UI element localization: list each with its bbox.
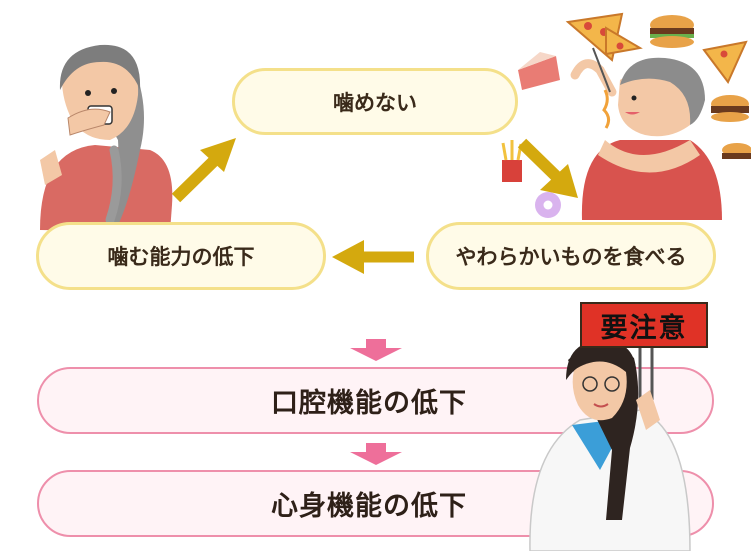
eating-woman-illustration [570, 47, 722, 220]
cycle-arrow-down-icon [517, 138, 578, 198]
cycle-arrow-up-icon [171, 138, 236, 203]
worried-woman-illustration [40, 44, 173, 232]
cycle-node-cannot-chew: 噛めない [232, 68, 518, 135]
caution-sign: 要注意 [580, 302, 708, 348]
cycle-node-chewing-decline: 噛む能力の低下 [36, 222, 326, 290]
result-arrow-2-icon [350, 443, 402, 465]
cycle-node-eat-soft-food: やわらかいものを食べる [426, 222, 716, 290]
cycle-arrow-left-icon [332, 240, 414, 274]
result-arrow-1-icon [350, 339, 402, 361]
food-illustrations [501, 12, 751, 218]
